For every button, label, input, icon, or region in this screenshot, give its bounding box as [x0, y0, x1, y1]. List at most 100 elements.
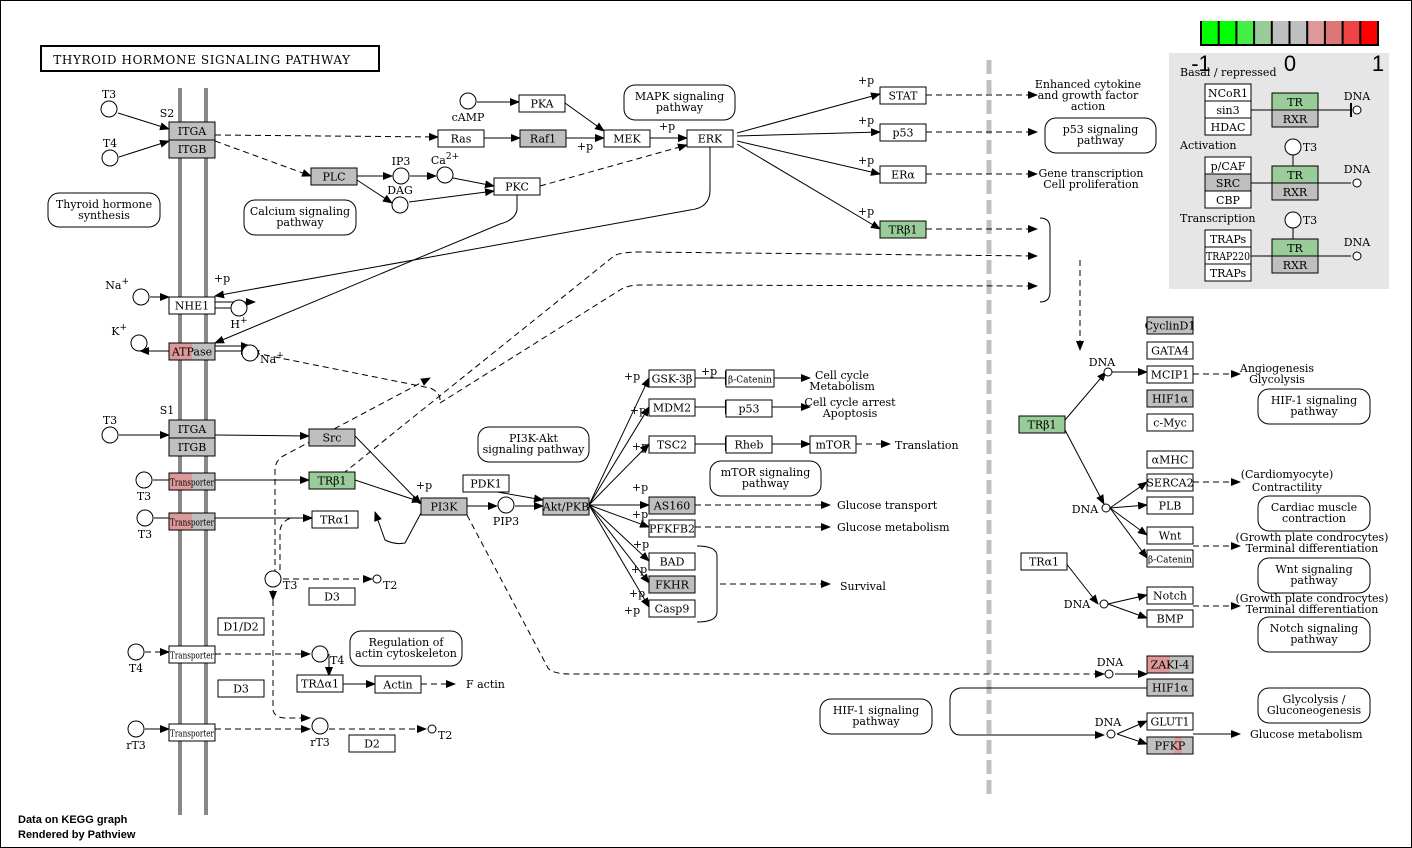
gene-node-p53b[interactable]: p53	[725, 399, 773, 418]
gene-node-bad[interactable]: BAD	[648, 552, 696, 571]
gene-node-src[interactable]: Src	[308, 428, 356, 447]
gene-node-mtor[interactable]: mTOR	[809, 435, 857, 454]
gene-node-pka[interactable]: PKA	[518, 94, 566, 113]
gene-node-d3a[interactable]: D3	[308, 587, 356, 606]
compound-k[interactable]: K+	[111, 323, 148, 352]
gene-node-pi3k[interactable]: PI3K	[420, 497, 468, 516]
gene-node-as160[interactable]: AS160	[648, 496, 696, 515]
gene-node-tra1a[interactable]: TRα1	[311, 510, 359, 529]
gene-node-fkhr[interactable]: FKHR	[648, 575, 696, 594]
compound-t3c[interactable]: T3	[135, 471, 153, 503]
gene-node-bcat2[interactable]: β-Catenin	[1146, 549, 1194, 568]
gene-node-ras[interactable]: Ras	[437, 129, 485, 148]
gene-node-mcip1[interactable]: MCIP1	[1146, 365, 1194, 384]
enhanced-cytokine-text: Enhanced cytokine	[1035, 78, 1141, 91]
gene-box	[1146, 678, 1194, 697]
scale-swatch	[1236, 21, 1255, 45]
compound-t3b[interactable]: T3	[101, 414, 119, 444]
gene-node-amhc[interactable]: αMHC	[1146, 450, 1194, 469]
gene-node-plc[interactable]: PLC	[310, 167, 358, 186]
gene-node-d12[interactable]: D1/D2	[217, 617, 265, 636]
gene-node-raf1[interactable]: Raf1	[519, 129, 567, 148]
gene-node-stat[interactable]: STAT	[879, 86, 927, 105]
gene-node-atpase[interactable]: ATPase	[168, 342, 216, 361]
gene-node-tsc2[interactable]: TSC2	[648, 435, 696, 454]
gene-node-trb1c[interactable]: TRβ1	[1018, 415, 1066, 434]
gene-node-akt[interactable]: Akt/PKB	[542, 497, 590, 516]
gene-node-trans2[interactable]: Transporter	[168, 512, 216, 531]
compound-na1[interactable]: Na+	[105, 277, 150, 306]
gene-node-mdm2[interactable]: MDM2	[648, 398, 696, 417]
compound-rt3a[interactable]: rT3	[126, 720, 146, 752]
gene-node-trans4[interactable]: Transporter	[168, 723, 216, 742]
gene-node-pfkp[interactable]: PFKP	[1146, 736, 1194, 755]
gene-node-gsk3b[interactable]: GSK-3β	[648, 369, 696, 388]
compound-t3e[interactable]: T3	[264, 570, 297, 592]
gene-node-gata4[interactable]: GATA4	[1146, 341, 1194, 360]
gene-node-tra1b[interactable]: TRα1	[1020, 552, 1068, 571]
gene-node-bcat1[interactable]: β-Catenin	[725, 369, 775, 388]
gene-node-pdk1[interactable]: PDK1	[462, 474, 510, 493]
gene-node-d3b[interactable]: D3	[217, 679, 265, 698]
gene-node-trb1b[interactable]: TRβ1	[308, 471, 356, 490]
compound-t2b[interactable]: T2	[427, 724, 452, 742]
compound-t2a[interactable]: T2	[372, 574, 397, 592]
gene-node-era[interactable]: ERα	[879, 165, 927, 184]
compound-t4a[interactable]: T4	[101, 137, 119, 167]
compound-t4c[interactable]: T4	[311, 645, 344, 667]
gene-node-pkc[interactable]: PKC	[493, 177, 541, 196]
compound-pip3[interactable]: PIP3	[493, 496, 519, 528]
gene-node-p53a[interactable]: p53	[879, 123, 927, 142]
gene-node-nhe1[interactable]: NHE1	[168, 296, 216, 315]
gene-node-itgb1[interactable]: ITGB	[168, 139, 216, 159]
compound-ip3[interactable]: IP3	[392, 155, 411, 185]
gene-node-itgb2[interactable]: ITGB	[168, 437, 216, 457]
gene-node-trans1[interactable]: Transporter	[168, 472, 216, 491]
compound-na2[interactable]: Na+	[241, 344, 284, 366]
compound-camp[interactable]: cAMP	[452, 92, 485, 124]
gene-node-itga2[interactable]: ITGA	[168, 419, 216, 439]
gene-node-actin[interactable]: Actin	[374, 675, 422, 694]
gene-node-zaki4[interactable]: ZAKI-4	[1146, 655, 1194, 674]
compound-dag[interactable]: DAG	[387, 184, 413, 214]
gene-node-cmyc[interactable]: c-Myc	[1146, 413, 1194, 432]
compound-h[interactable]: H+	[230, 299, 248, 331]
gene-node-trans3[interactable]: Transporter	[168, 645, 216, 664]
compound-t3a[interactable]: T3	[100, 88, 118, 118]
gene-node-mek[interactable]: MEK	[603, 129, 651, 148]
compound-t4b[interactable]: T4	[127, 643, 145, 675]
gene-node-erk[interactable]: ERK	[686, 129, 734, 148]
gene-node-plb[interactable]: PLB	[1146, 496, 1194, 515]
gene-node-bmp[interactable]: BMP	[1146, 609, 1194, 628]
gene-node-glut1[interactable]: GLUT1	[1146, 712, 1194, 731]
gene-node-pfkfb2[interactable]: PFKFB2	[648, 519, 696, 538]
gene-node-trda1[interactable]: TRΔα1	[296, 674, 344, 693]
gene-node-d2[interactable]: D2	[348, 734, 396, 753]
gene-node-serca2[interactable]: SERCA2	[1146, 473, 1194, 492]
compound-rt3b[interactable]: rT3	[310, 717, 330, 749]
gene-node-casp9[interactable]: Casp9	[648, 599, 696, 618]
map-label: pathway	[656, 101, 704, 114]
map-link-glyco[interactable]: Glycolysis /Gluconeogenesis	[1257, 687, 1371, 724]
gene-node-cyclind1[interactable]: CyclinD1	[1145, 316, 1196, 335]
gene-node-notch[interactable]: Notch	[1146, 586, 1194, 605]
gene-node-rheb[interactable]: Rheb	[725, 435, 773, 454]
gene-node-hif1a1[interactable]: HIF1α	[1146, 389, 1194, 408]
gene-node-wnt[interactable]: Wnt	[1146, 526, 1194, 545]
gene-node-hif1a2[interactable]: HIF1α	[1146, 678, 1194, 697]
gene-node-trb1a[interactable]: TRβ1	[879, 220, 927, 239]
gene-node-itga1[interactable]: ITGA	[168, 121, 216, 141]
compound-t3d[interactable]: T3	[136, 509, 154, 541]
